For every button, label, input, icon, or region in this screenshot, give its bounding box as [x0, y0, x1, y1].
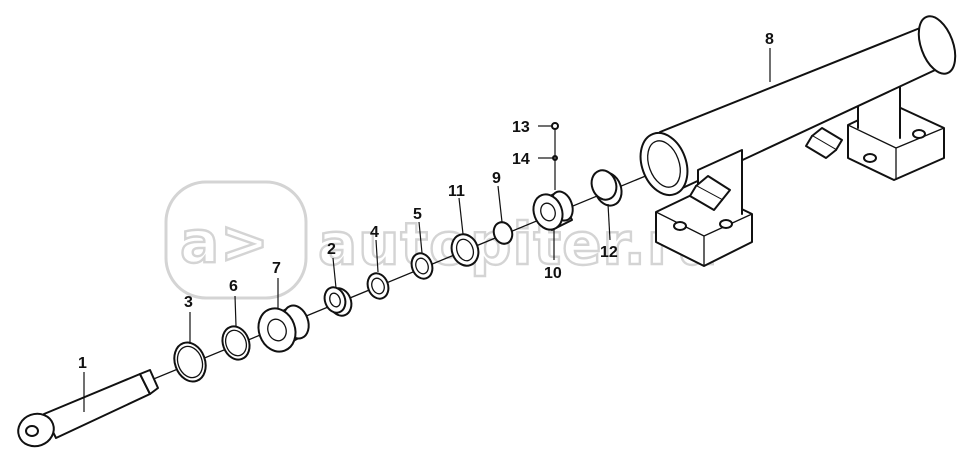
callout-10: 10	[544, 265, 562, 282]
item-13	[551, 122, 559, 130]
o-ring-9	[492, 221, 514, 245]
watermark-text: autopiter.ru	[318, 210, 719, 278]
callout-12: 12	[600, 244, 618, 261]
gland-7	[257, 304, 310, 353]
callout-2: 2	[327, 241, 336, 258]
watermark: a> autopiter.ru	[164, 180, 719, 300]
callout-6: 6	[229, 278, 238, 295]
cylinder-barrel	[639, 15, 957, 267]
watermark-logo: a>	[180, 208, 270, 276]
ring-12	[590, 169, 623, 207]
ring-11	[450, 233, 480, 267]
seal-2	[323, 286, 353, 317]
callout-5: 5	[413, 206, 422, 223]
callout-13: 13	[512, 119, 530, 136]
ring-4	[366, 272, 390, 300]
callout-9: 9	[492, 170, 501, 187]
callout-4: 4	[370, 224, 379, 241]
callout-14: 14	[512, 151, 530, 168]
leader-lines	[83, 48, 771, 412]
callout-8: 8	[765, 31, 774, 48]
piston-10	[532, 190, 574, 231]
ring-5	[410, 252, 434, 280]
callout-1: 1	[78, 355, 87, 372]
o-ring-3	[173, 341, 207, 383]
callout-7: 7	[272, 260, 281, 277]
piston-rod	[17, 369, 159, 448]
o-ring-6	[221, 325, 251, 361]
callout-11: 11	[448, 183, 465, 200]
callout-3: 3	[184, 294, 193, 311]
callout-numbers: 1 2 3 4 5 6 7 8 9 10 11 12 13 14	[78, 31, 774, 372]
watermark-logo-frame	[164, 180, 308, 300]
